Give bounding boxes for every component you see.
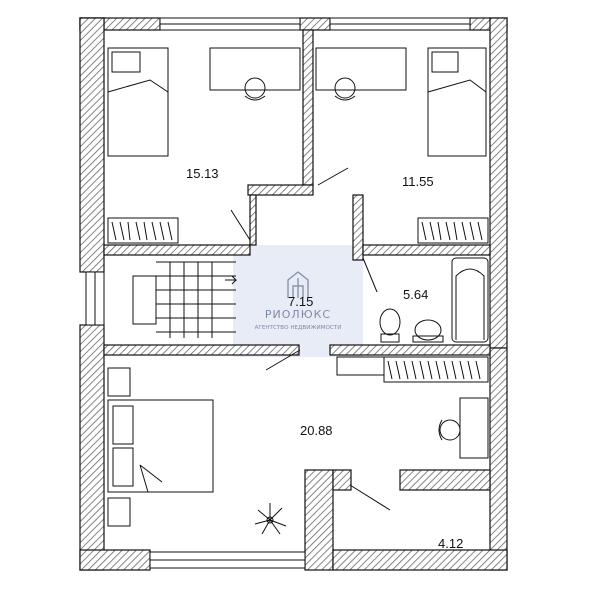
outer-walls: [79, 17, 508, 571]
area-hall: 7.15: [288, 294, 313, 309]
area-bedroom-right: 11.55: [402, 174, 434, 189]
watermark-logo: [287, 271, 309, 298]
area-master-bedroom: 20.88: [300, 423, 333, 438]
watermark-background: [233, 245, 363, 357]
watermark-brand: РИОЛЮКС: [265, 308, 331, 321]
staircase: [132, 261, 238, 338]
furniture: [107, 47, 489, 535]
area-closet: 4.12: [438, 536, 463, 551]
interior-walls: [103, 29, 491, 491]
watermark-tagline: АГЕНТСТВО НЕДВИЖИМОСТИ: [255, 325, 342, 331]
door-swings: [230, 167, 391, 511]
windows: [85, 17, 471, 569]
area-bedroom-left: 15.13: [186, 166, 219, 181]
area-bathroom: 5.64: [403, 287, 428, 302]
